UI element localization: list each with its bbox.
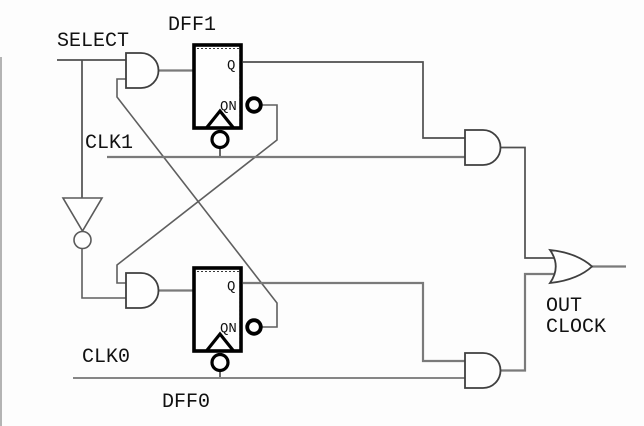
and-gate-clk0-gating <box>464 352 502 389</box>
dff0-inner-dotted-border <box>197 271 240 347</box>
dff1-label: DFF1 <box>168 14 216 37</box>
out-clock-label-line2: CLOCK <box>546 316 606 339</box>
clk0-label: CLK0 <box>82 346 130 369</box>
wire-and2-to-or <box>500 146 555 259</box>
or-gate-output <box>548 248 594 285</box>
dff0-q-pin-label: Q <box>227 279 235 295</box>
dff1-qn-bubble <box>245 96 263 114</box>
wire-q0-route <box>243 281 465 363</box>
dff0-clock-triangle-icon <box>204 331 236 353</box>
clk1-label: CLK1 <box>85 132 133 155</box>
select-label: SELECT <box>57 30 129 53</box>
wire-and3-to-or <box>500 272 555 372</box>
dff1-clock-bubble <box>210 129 230 150</box>
wire-inverter-out <box>81 249 126 299</box>
dff0-box <box>192 266 243 353</box>
dff1-q-pin-label: Q <box>227 58 235 74</box>
dff0-qn-pin-label: QN <box>220 321 237 337</box>
wire-qn1-feedback <box>116 104 278 284</box>
wire-qn0-feedback <box>116 78 278 328</box>
inverter-bubble <box>73 230 92 250</box>
and-gate-clk0-enable <box>125 272 160 309</box>
and-gate-clk1-enable <box>125 52 160 89</box>
and-gate-clk1-gating <box>464 129 502 166</box>
dff0-clock-bubble <box>210 352 230 373</box>
dff1-inner-dotted-border <box>197 48 240 124</box>
dff0-qn-bubble <box>245 318 263 336</box>
inverter-gate <box>61 197 104 233</box>
dff1-qn-pin-label: QN <box>220 99 237 115</box>
dff0-label: DFF0 <box>162 391 210 414</box>
dff1-clock-triangle-icon <box>204 108 236 130</box>
out-clock-label-line1: OUT <box>546 295 582 318</box>
wire-q1-route <box>243 61 465 139</box>
